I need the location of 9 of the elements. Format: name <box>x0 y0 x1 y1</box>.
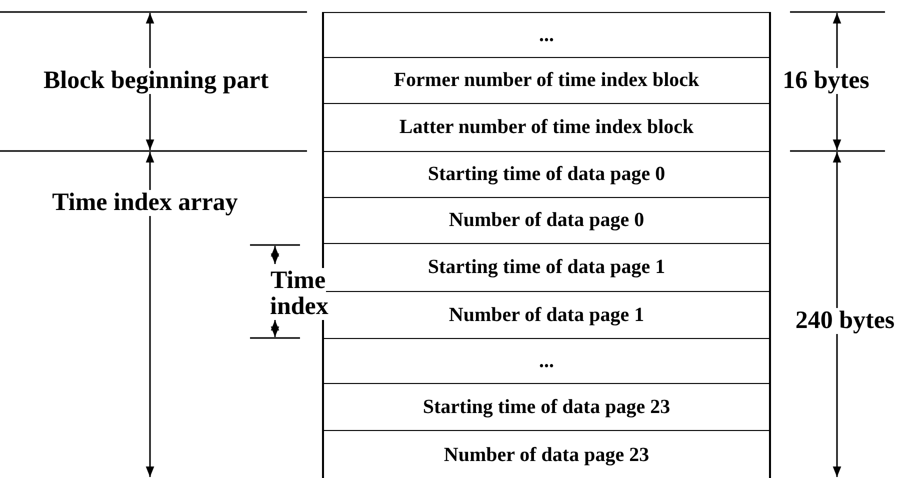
memory-field: ... <box>322 338 771 383</box>
memory-field: Number of data page 0 <box>322 197 771 243</box>
dimension-label: Time index <box>270 268 326 320</box>
memory-field: Former number of time index block <box>322 57 771 103</box>
memory-field: ... <box>322 12 771 57</box>
memory-field: Starting time of data page 23 <box>322 383 771 430</box>
memory-field: Latter number of time index block <box>322 103 771 151</box>
memory-field: Starting time of data page 0 <box>322 151 771 197</box>
memory-field: Number of data page 23 <box>322 430 771 478</box>
